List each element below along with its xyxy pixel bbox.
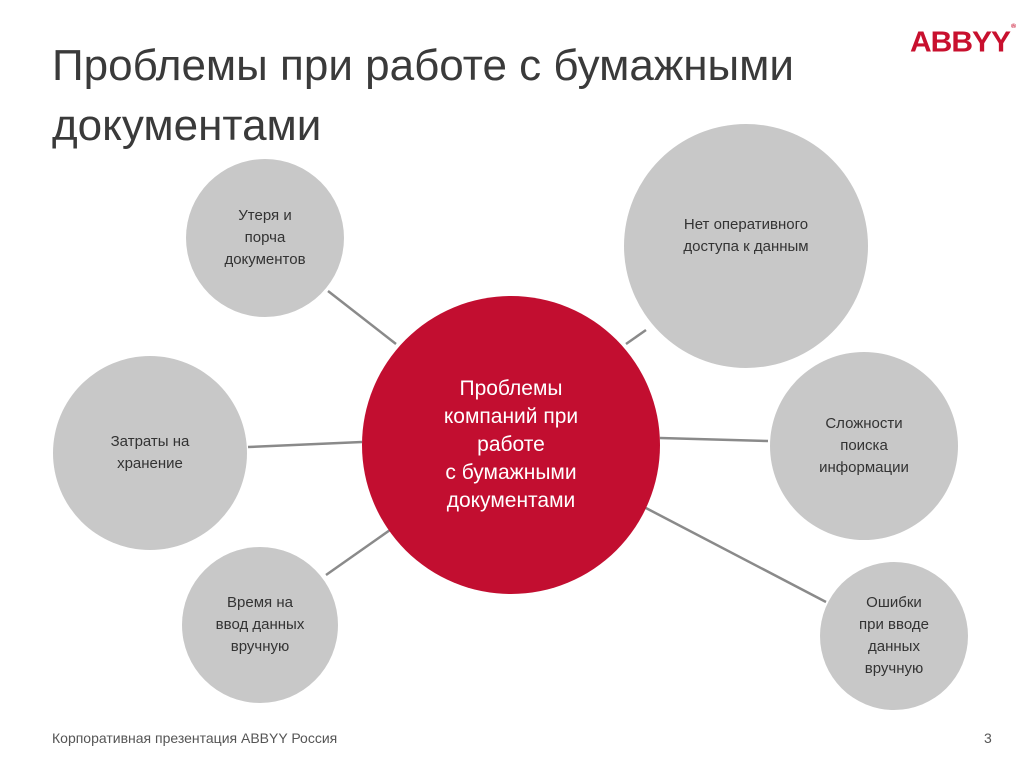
node-document-loss-label: Утеря и порча документов	[224, 207, 306, 268]
connector-search	[659, 436, 769, 443]
central-node-label: Проблемы компаний при работе с бумажными…	[443, 377, 579, 512]
connector-loss	[327, 290, 397, 345]
node-storage-costs: Затраты на хранение	[53, 356, 247, 550]
node-no-data-access-label: Нет оперативного доступа к данным	[683, 216, 809, 255]
title-line-1: Проблемы при работе с бумажными	[52, 41, 795, 90]
node-document-loss: Утеря и порча документов	[186, 159, 344, 317]
logo-text: ABBYY	[910, 26, 1011, 59]
connector-manual-errors	[643, 505, 827, 604]
node-storage-costs-label: Затраты на хранение	[110, 433, 190, 472]
connector-storage	[247, 440, 363, 449]
page-title: Проблемы при работе с бумажными документ…	[52, 36, 892, 156]
page-number: 3	[984, 730, 992, 746]
title-line-2: документами	[52, 101, 322, 150]
registered-mark: ®	[1011, 23, 1016, 30]
node-manual-entry-time: Время на ввод данных вручную	[182, 547, 338, 703]
node-search-difficulty: Сложности поиска информации	[770, 352, 958, 540]
central-node: Проблемы компаний при работе с бумажными…	[362, 296, 660, 594]
abbyy-logo: ABBYY®	[910, 23, 1016, 59]
node-manual-entry-errors-label: Ошибки при вводе данных вручную	[859, 594, 929, 677]
connector-manual-time	[325, 528, 391, 577]
node-search-difficulty-label: Сложности поиска информации	[819, 415, 909, 476]
node-manual-entry-time-label: Время на ввод данных вручную	[215, 594, 305, 655]
footer-text: Корпоративная презентация ABBYY Россия	[52, 730, 338, 746]
connector-access	[625, 328, 647, 346]
node-no-data-access: Нет оперативного доступа к данным	[624, 124, 868, 368]
node-manual-entry-errors: Ошибки при вводе данных вручную	[820, 562, 968, 710]
